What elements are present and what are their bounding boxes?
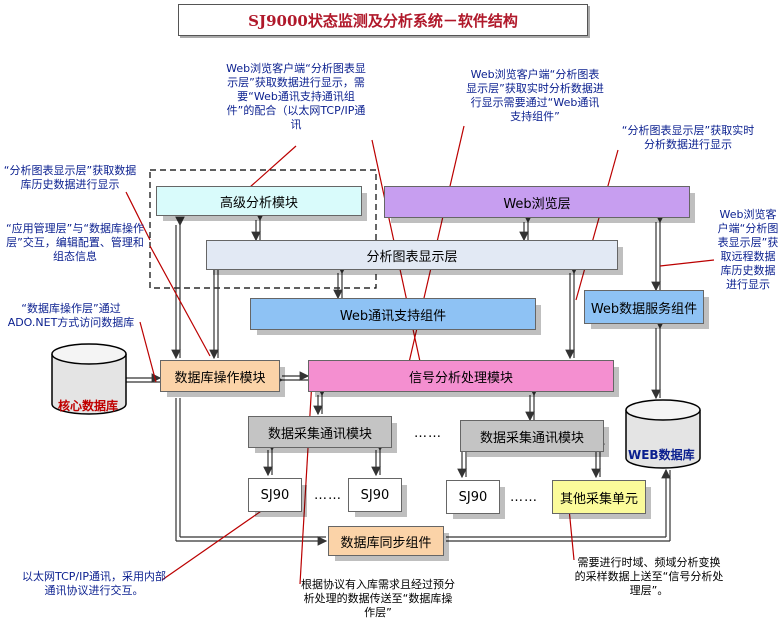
note-web-client-2: Web浏览客户端“分析图表显示层”获取实时分析数据进行显示需要通过“Web通讯支…	[466, 68, 604, 123]
sj90-unit-2: SJ90	[348, 478, 402, 512]
data-acquisition-comm-module-1: 数据采集通讯模块	[248, 416, 392, 448]
acq-ellipsis: ……	[414, 426, 442, 441]
note-web-client-3: Web浏览客户端“分析图表显示层”获取远程数据库历史数据进行显示	[717, 208, 779, 291]
web-database-label: WEB数据库	[628, 448, 695, 462]
note-tcp-internal: 以太网TCP/IP通讯，采用内部通讯协议进行交互。	[22, 570, 166, 597]
web-data-service-component: Web数据服务组件	[584, 290, 704, 324]
other-acquisition-unit: 其他采集单元	[552, 480, 646, 514]
data-acquisition-comm-module-2: 数据采集通讯模块	[460, 420, 604, 452]
core-database-label: 核心数据库	[58, 399, 119, 413]
note-chart-realtime: “分析图表显示层”获取实时分析数据进行显示	[621, 124, 755, 151]
sj90-ellipsis-2: ……	[510, 490, 538, 505]
db-operation-module: 数据库操作模块	[160, 360, 280, 392]
web-comm-support-component: Web通讯支持组件	[250, 298, 536, 330]
note-chart-history: “分析图表显示层”获取数据库历史数据进行显示	[3, 164, 137, 191]
note-upload-signal: 需要进行时域、频域分析变换的采样数据上送至“信号分析处理层”。	[574, 556, 724, 597]
sj90-ellipsis-1: ……	[314, 488, 342, 503]
note-web-client-1: Web浏览客户端“分析图表显示层”获取数据进行显示，需要“Web通讯支持通讯组件…	[226, 62, 366, 131]
sj90-unit-3: SJ90	[446, 480, 500, 514]
signal-processing-module: 信号分析处理模块	[308, 360, 614, 392]
db-sync-component: 数据库同步组件	[328, 526, 444, 556]
advanced-analysis-module: 高级分析模块	[156, 186, 362, 216]
web-database-cylinder	[625, 399, 701, 469]
note-protocol-store: 根据协议有入库需求且经过预分析处理的数据传送至“数据库操作层”	[301, 578, 455, 619]
core-database-cylinder	[51, 343, 127, 415]
diagram-title: SJ9000状态监测及分析系统－软件结构	[178, 4, 588, 36]
web-browser-layer: Web浏览层	[384, 186, 690, 218]
chart-display-layer: 分析图表显示层	[206, 240, 618, 270]
note-app-management: “应用管理层”与“数据库操作层”交互，编辑配置、管理和组态信息	[5, 222, 145, 263]
note-db-ado: “数据库操作层”通过ADO.NET方式访问数据库	[7, 302, 135, 329]
sj90-unit-1: SJ90	[248, 478, 302, 512]
